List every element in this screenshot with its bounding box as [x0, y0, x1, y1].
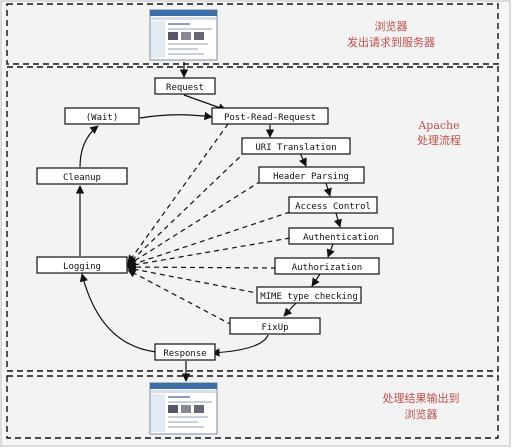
- flow-arrows: [75, 62, 342, 382]
- node-logging-label: Logging: [63, 262, 101, 272]
- node-mime-type-checking-label: MIME type checking: [260, 292, 358, 302]
- node-wait-label: (Wait): [86, 113, 119, 123]
- dashed-log-arrows: [127, 123, 291, 326]
- arrow-response-to-logging: [79, 273, 157, 353]
- dashed-from-uri: [127, 150, 247, 265]
- node-post-read-request-label: Post-Read-Request: [224, 113, 316, 123]
- arrow-authorization-to-mime: [311, 273, 321, 287]
- dashed-from-authentication: [127, 237, 291, 269]
- node-fixup-label: FixUp: [261, 323, 288, 333]
- arrow-cleanup-to-wait: [79, 125, 99, 168]
- browser-window-icon-bottom: [149, 382, 218, 435]
- node-response-label: Response: [163, 349, 206, 359]
- node-response: Response: [154, 343, 216, 361]
- node-authorization: Authorization: [274, 257, 380, 275]
- dashed-from-access: [127, 211, 291, 268]
- node-mime-type-checking: MIME type checking: [256, 286, 362, 304]
- node-access-control: Access Control: [288, 196, 378, 214]
- arrow-wait-to-post-read: [139, 111, 213, 121]
- arrow-fixup-to-response: [211, 334, 269, 357]
- node-header-parsing-label: Header Parsing: [273, 172, 349, 182]
- node-logging: Logging: [36, 256, 128, 274]
- browser-request-caption-line2: 发出请求到服务器: [347, 35, 435, 49]
- browser-result-caption-line1: 处理结果输出到: [383, 391, 460, 405]
- browser-result-section: [6, 375, 499, 439]
- node-uri-translation: URI Translation: [241, 137, 351, 155]
- node-header-parsing: Header Parsing: [258, 166, 365, 184]
- arrow-access-to-authentication: [333, 212, 342, 228]
- node-wait: (Wait): [64, 107, 140, 125]
- browser-request-section: [6, 3, 499, 65]
- dashed-from-mime: [127, 265, 263, 295]
- browser-request-caption-line1: 浏览器: [375, 19, 408, 33]
- dashed-from-post-read: [127, 123, 229, 264]
- apache-caption-line1: Apache: [417, 119, 459, 132]
- arrow-authentication-to-authorization: [326, 243, 335, 258]
- node-authentication: Authentication: [288, 227, 394, 245]
- node-access-control-label: Access Control: [295, 202, 371, 212]
- browser-result-caption-line2: 浏览器: [405, 407, 438, 421]
- arrow-uri-to-header: [299, 152, 307, 167]
- browser-window-icon-top: [149, 9, 218, 61]
- node-request-label: Request: [166, 83, 204, 93]
- arrow-mime-to-fixup: [283, 302, 297, 317]
- dashed-from-fixup: [127, 269, 233, 326]
- node-uri-translation-label: URI Translation: [255, 143, 336, 153]
- node-authorization-label: Authorization: [292, 263, 362, 273]
- node-post-read-request: Post-Read-Request: [211, 107, 329, 125]
- node-authentication-label: Authentication: [303, 233, 379, 243]
- node-cleanup: Cleanup: [36, 167, 128, 185]
- apache-caption-line2: 处理流程: [417, 133, 461, 147]
- node-request: Request: [154, 77, 216, 95]
- node-fixup: FixUp: [229, 317, 321, 335]
- arrow-header-to-access: [323, 182, 332, 197]
- dashed-from-authorization: [127, 262, 277, 272]
- node-cleanup-label: Cleanup: [63, 173, 101, 183]
